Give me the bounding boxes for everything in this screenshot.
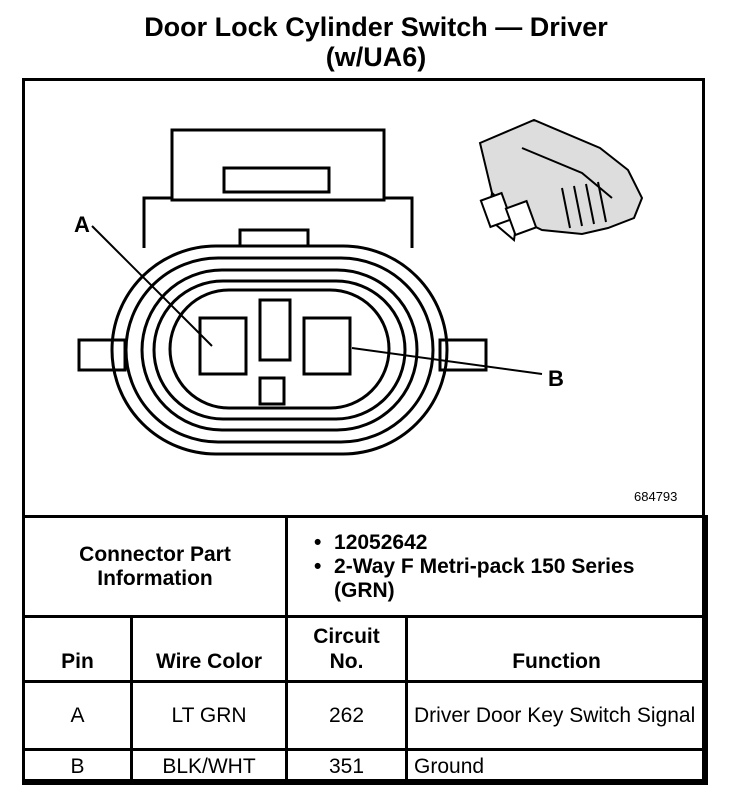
header-pin: Pin xyxy=(22,615,133,683)
page-subtitle: (w/UA6) xyxy=(325,42,427,72)
pin-label-a: A xyxy=(74,212,90,237)
table-row: A LT GRN 262 Driver Door Key Switch Sign… xyxy=(22,680,709,751)
shell-rim-3 xyxy=(152,279,407,421)
function-cell: Driver Door Key Switch Signal xyxy=(405,680,709,751)
connector-shoulders xyxy=(142,196,414,248)
bottom-lock xyxy=(258,376,286,406)
table-row: B BLK/WHT 351 Ground xyxy=(22,748,709,785)
right-ear xyxy=(438,338,488,372)
leader-b xyxy=(351,347,543,375)
latch-window xyxy=(222,166,331,194)
connector-iso-view xyxy=(478,118,644,242)
connector-shell xyxy=(110,244,449,456)
shell-rim-1 xyxy=(124,256,435,444)
header-wire-color: Wire Color xyxy=(129,615,289,683)
figure-number: 684793 xyxy=(634,489,678,504)
pin-cell: B xyxy=(22,748,133,785)
circuit-cell: 262 xyxy=(285,680,409,751)
wire-color-cell: LT GRN xyxy=(129,680,289,751)
cavity-wall xyxy=(168,288,391,410)
table-header-row: Pin Wire Color Circuit No. Function xyxy=(22,615,709,683)
center-rib xyxy=(258,298,292,362)
connector-key-tab xyxy=(238,228,310,248)
header-circuit-no: Circuit No. xyxy=(285,615,409,683)
connector-info-values: 12052642 2-Way F Metri-pack 150 Series (… xyxy=(285,515,709,618)
left-ear xyxy=(77,338,127,372)
header-function: Function xyxy=(405,615,709,683)
pin-label-b: B xyxy=(548,366,564,391)
connector-type-item: 2-Way F Metri-pack 150 Series (GRN) xyxy=(314,555,699,603)
connector-latch xyxy=(170,128,386,202)
connector-info-row: Connector Part Information 12052642 2-Wa… xyxy=(21,515,709,618)
part-number-item: 12052642 xyxy=(314,531,699,555)
cavity-b xyxy=(302,316,352,376)
shell-rim-2 xyxy=(140,268,419,432)
leader-a xyxy=(91,225,213,347)
pin-cell: A xyxy=(22,680,133,751)
cavity-a xyxy=(198,316,248,376)
circuit-cell: 351 xyxy=(285,748,409,785)
page-title: Door Lock Cylinder Switch — Driver xyxy=(144,12,608,42)
connector-info-label: Connector Part Information xyxy=(21,515,289,618)
wire-color-cell: BLK/WHT xyxy=(129,748,289,785)
connector-diagram xyxy=(77,118,644,456)
function-cell: Ground xyxy=(405,748,709,785)
connector-table: Connector Part Information 12052642 2-Wa… xyxy=(21,515,709,785)
